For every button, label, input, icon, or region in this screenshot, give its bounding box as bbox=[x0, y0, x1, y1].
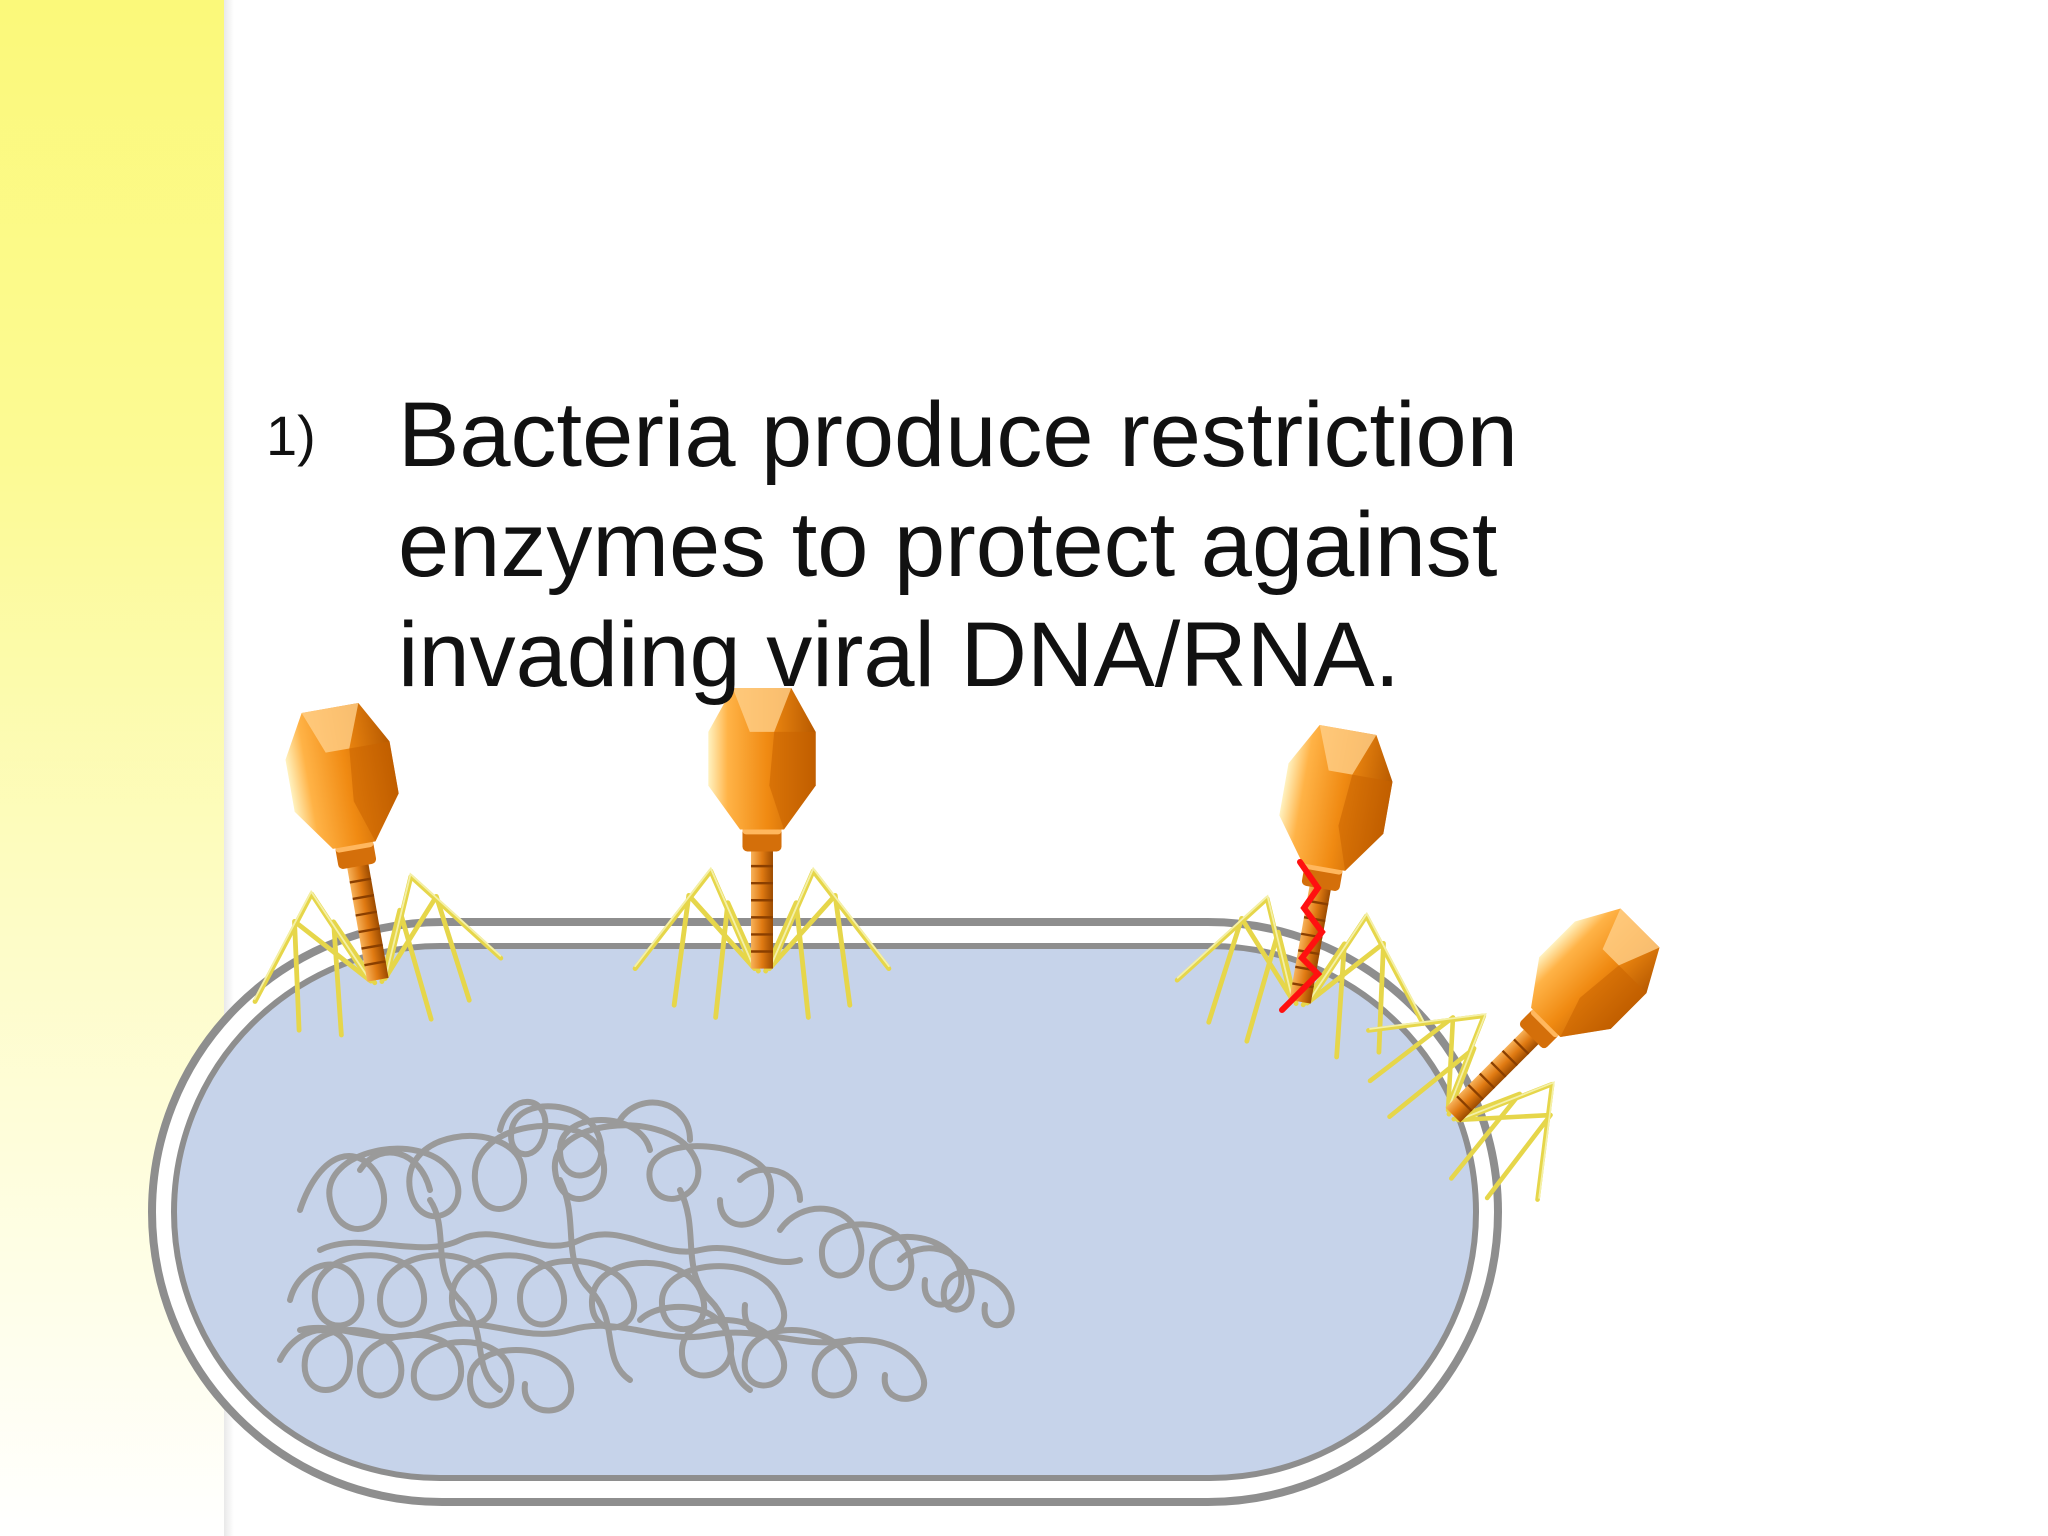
bullet-text: Bacteria produce restriction enzymes to … bbox=[398, 380, 1598, 710]
bullet-line-2: enzymes to protect against bbox=[398, 494, 1498, 596]
bullet-line-3: invading viral DNA/RNA. bbox=[398, 604, 1401, 706]
bacterial-dna-icon bbox=[277, 1098, 1015, 1414]
sidebar-edge bbox=[224, 0, 234, 1536]
cytoplasm bbox=[171, 943, 1479, 1481]
bullet-line-1: Bacteria produce restriction bbox=[398, 384, 1518, 486]
bullet-number: 1) bbox=[266, 404, 316, 467]
restriction-cut-icon bbox=[1279, 859, 1326, 1013]
